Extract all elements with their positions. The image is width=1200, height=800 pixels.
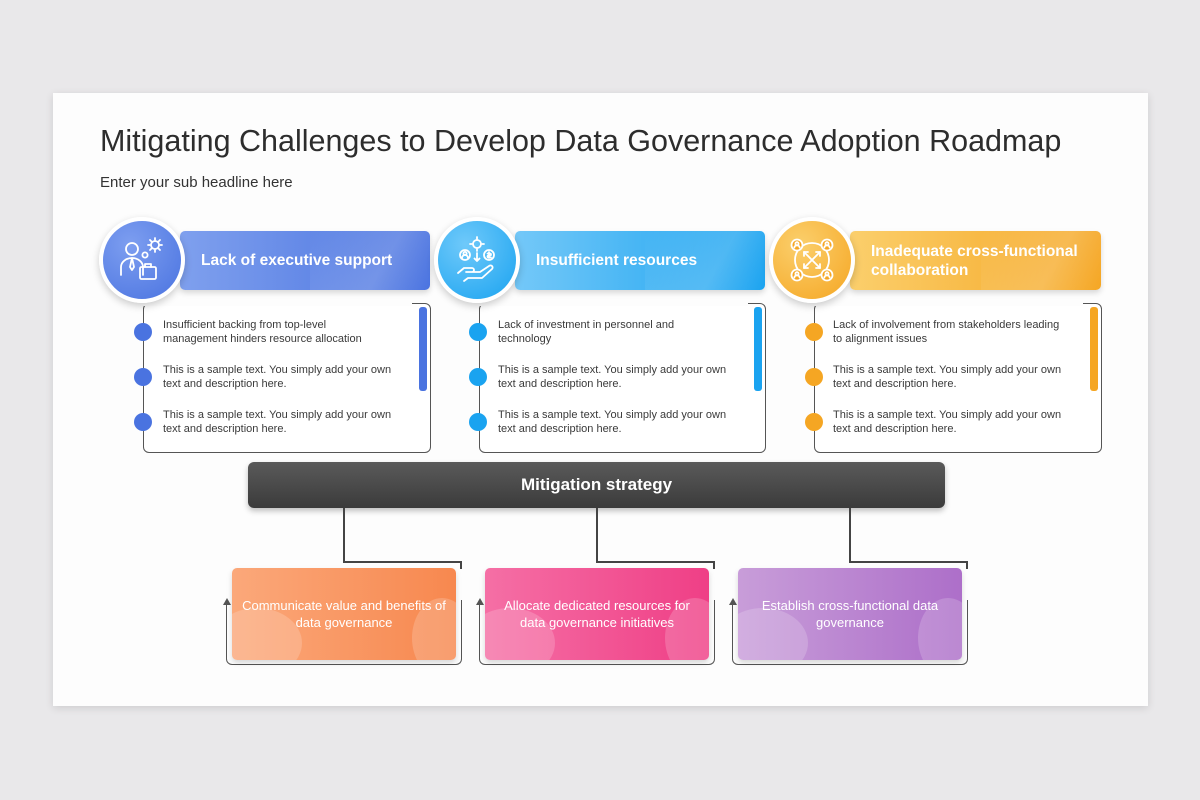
bullet-dot — [469, 413, 487, 431]
solution-text-1: Communicate value and benefits of data g… — [242, 598, 446, 630]
challenge-banner-1 — [180, 231, 430, 290]
solution-text-3: Establish cross-functional data governan… — [761, 598, 939, 630]
solution-frame-3 — [732, 600, 968, 665]
solution-box-1: Communicate value and benefits of data g… — [232, 568, 456, 660]
bullet-text: This is a sample text. You simply add yo… — [498, 364, 727, 390]
solution-text-2: Allocate dedicated resources for data go… — [504, 598, 690, 630]
bullet-text: This is a sample text. You simply add yo… — [163, 364, 392, 390]
challenge-card-1 — [143, 303, 431, 453]
arrow-up-icon — [475, 598, 484, 605]
connector-line — [849, 508, 851, 562]
bullet-text: This is a sample text. You simply add yo… — [833, 364, 1062, 390]
bullet-dot — [805, 323, 823, 341]
bullet-text: Insufficient backing from top-level mana… — [163, 319, 362, 345]
challenge-icon-circle-3 — [769, 217, 855, 303]
bullet-dot — [134, 413, 152, 431]
challenge-banner-2 — [515, 231, 765, 290]
bullet-dot — [134, 323, 152, 341]
solution-frame-1 — [226, 600, 462, 665]
page-title: Mitigating Challenges to Develop Data Go… — [100, 124, 1062, 158]
challenge-icon-circle-1 — [99, 217, 185, 303]
challenge-icon-circle-2 — [434, 217, 520, 303]
bullet-dot — [805, 413, 823, 431]
accent-bar-1 — [419, 307, 427, 391]
connector-line — [343, 508, 345, 562]
challenge-heading-1: Lack of executive support — [201, 252, 393, 269]
connector-line — [713, 561, 715, 569]
solution-box-2: Allocate dedicated resources for data go… — [485, 568, 709, 660]
mitigation-strategy-bar: Mitigation strategy — [248, 462, 945, 508]
bullet-dot — [805, 368, 823, 386]
connector-line — [849, 561, 967, 563]
bullet-text: Lack of involvement from stakeholders le… — [833, 319, 1060, 345]
arrow-up-icon — [728, 598, 737, 605]
connector-line — [596, 561, 714, 563]
bullet-dot — [469, 368, 487, 386]
bullet-text: Lack of investment in personnel and tech… — [498, 319, 675, 345]
challenge-heading-2: Insufficient resources — [536, 252, 698, 269]
bullet-text: This is a sample text. You simply add yo… — [163, 409, 392, 435]
collaboration-network-icon — [790, 238, 834, 282]
bullet-text: This is a sample text. You simply add yo… — [833, 409, 1062, 435]
bullet-dot — [134, 368, 152, 386]
page-subtitle: Enter your sub headline here — [100, 174, 293, 191]
solution-frame-2 — [479, 600, 715, 665]
accent-bar-2 — [754, 307, 762, 391]
challenge-banner-3 — [850, 231, 1101, 290]
connector-line — [343, 561, 461, 563]
connector-line — [596, 508, 598, 562]
bullet-text: This is a sample text. You simply add yo… — [498, 409, 727, 435]
accent-bar-3 — [1090, 307, 1098, 391]
mitigation-strategy-label: Mitigation strategy — [520, 475, 673, 494]
resources-hand-icon — [457, 236, 495, 282]
connector-line — [966, 561, 968, 569]
solution-box-3: Establish cross-functional data governan… — [738, 568, 962, 660]
executive-settings-icon — [120, 237, 163, 280]
challenge-card-2 — [479, 303, 766, 453]
bullet-dot — [469, 323, 487, 341]
challenge-heading-3: Inadequate cross-functional collaboratio… — [871, 243, 1078, 279]
arrow-up-icon — [222, 598, 231, 605]
challenge-card-3 — [814, 303, 1102, 453]
connector-line — [460, 561, 462, 569]
